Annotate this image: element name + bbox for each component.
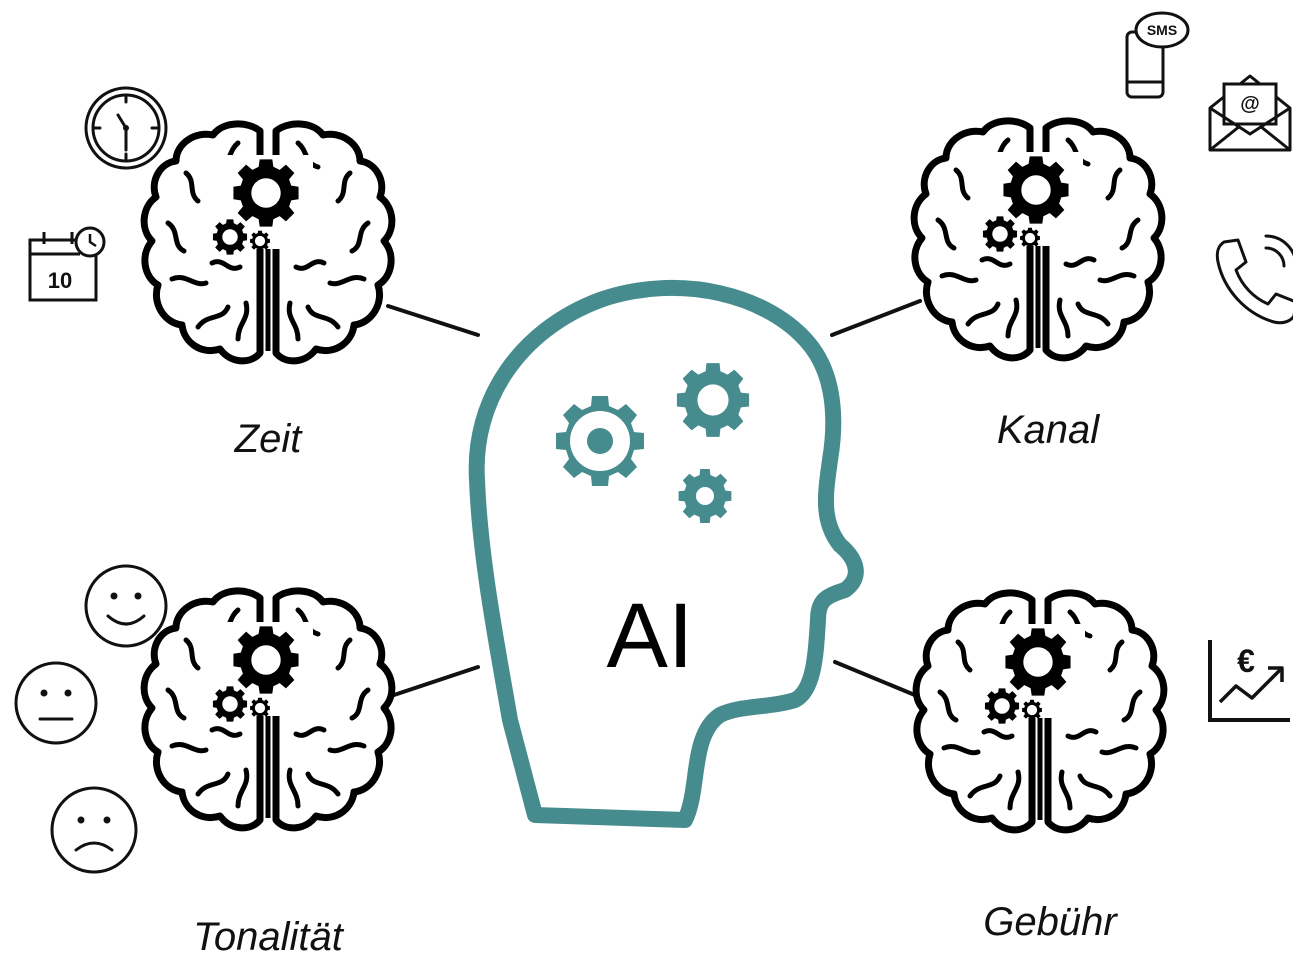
- euro-chart-icon: €: [1208, 640, 1290, 722]
- calendar-clock-icon: 10: [28, 226, 106, 302]
- svg-text:€: €: [1237, 643, 1255, 679]
- email-icon: @: [1208, 74, 1292, 152]
- node-tonalitaet: Tonalität: [14, 564, 392, 954]
- sad-face-icon: [50, 786, 138, 874]
- node-zeit: Zeit 10: [28, 86, 392, 461]
- center-label: AI: [607, 585, 694, 687]
- connector-lines: [386, 299, 924, 700]
- ai-head-icon: AI: [468, 279, 864, 828]
- brain-gears-icon: [914, 121, 1162, 358]
- node-label-gebuehr: Gebühr: [983, 900, 1118, 944]
- connector-gebuehr: [833, 660, 924, 700]
- neutral-face-icon: [14, 661, 98, 745]
- brain-gears-icon: [144, 124, 392, 361]
- brain-gears-icon: [916, 593, 1164, 830]
- clock-icon: [84, 86, 168, 170]
- connector-kanal: [830, 299, 922, 337]
- sms-phone-icon: SMS: [1125, 11, 1190, 99]
- node-label-tonalitaet: Tonalität: [193, 915, 345, 954]
- node-gebuehr: Gebühr €: [916, 593, 1290, 944]
- node-kanal: Kanal SMS @: [914, 11, 1293, 452]
- svg-text:SMS: SMS: [1147, 22, 1177, 38]
- brain-gears-icon: [144, 591, 392, 828]
- svg-text:10: 10: [48, 268, 72, 293]
- phone-call-icon: [1215, 234, 1293, 325]
- node-label-zeit: Zeit: [234, 417, 304, 461]
- smile-face-icon: [84, 564, 168, 648]
- connector-zeit: [386, 304, 480, 337]
- node-label-kanal: Kanal: [997, 408, 1100, 452]
- svg-text:@: @: [1240, 93, 1260, 115]
- connector-tonalitaet: [386, 665, 480, 699]
